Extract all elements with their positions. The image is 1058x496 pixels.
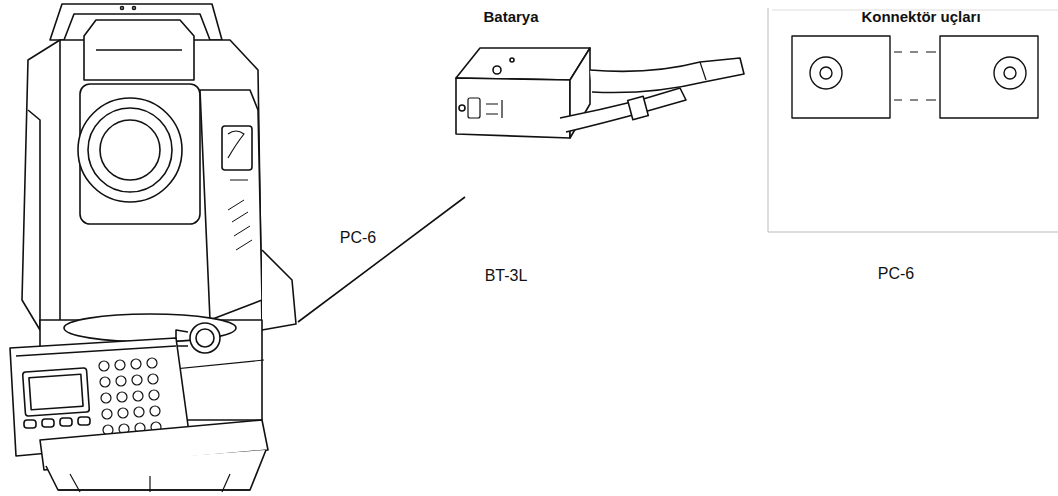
total-station (10, 4, 296, 492)
battery (456, 48, 744, 138)
part-heading: Konnektör uçları (861, 8, 980, 26)
part-code: BT-3L (485, 266, 528, 285)
cable-name: PC-6 (340, 228, 376, 247)
cable-line (298, 197, 465, 322)
cable-name: PC-6 (878, 264, 914, 283)
part-heading: Batarya (483, 8, 538, 26)
connector-ends (768, 8, 1058, 232)
